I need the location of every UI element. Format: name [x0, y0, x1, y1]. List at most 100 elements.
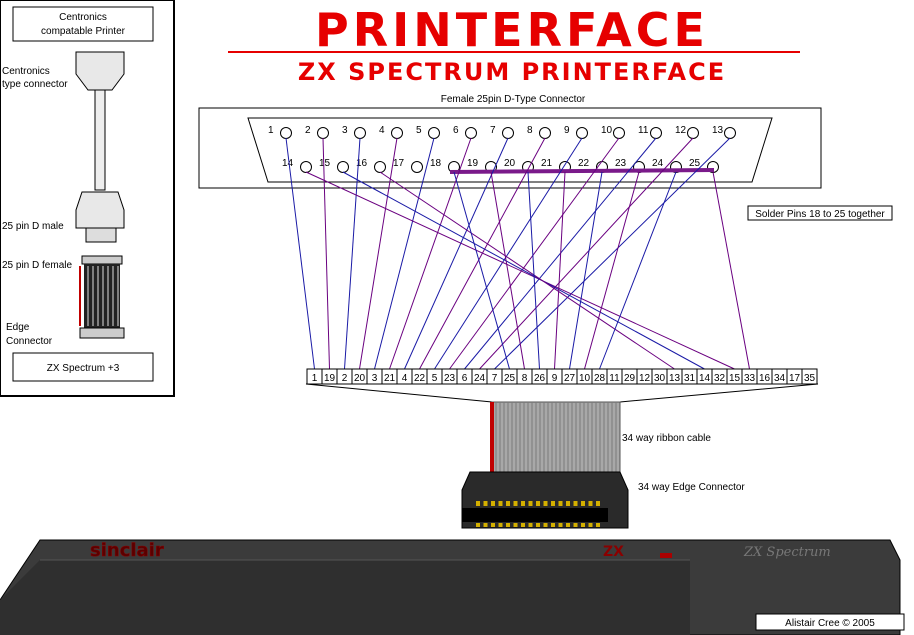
- wire: [389, 137, 472, 370]
- edge-pin-number: 33: [744, 373, 756, 384]
- edge-contact: [521, 523, 525, 527]
- spectrum-computer: sinclair ZX ZX Spectrum: [0, 539, 901, 635]
- ribbon-label: 34 way ribbon cable: [622, 433, 711, 444]
- wire: [449, 137, 620, 370]
- dtype-pin-number: 18: [430, 158, 442, 169]
- dtype-pin-hole: [337, 161, 349, 173]
- dtype-pin-number: 13: [712, 125, 724, 136]
- edge-contact: [491, 523, 495, 527]
- dtype-pin-hole: [465, 127, 477, 139]
- edge-contact: [566, 523, 570, 527]
- edge-contact: [596, 523, 600, 527]
- female-label: 25 pin D female: [2, 260, 72, 271]
- edge-pin-number: 8: [522, 373, 528, 384]
- model-name: ZX Spectrum: [743, 545, 831, 560]
- printer-box-line1: Centronics: [59, 12, 107, 23]
- wire: [322, 137, 330, 370]
- edge-pin-number: 13: [669, 373, 681, 384]
- edge-pin-number: 1: [312, 373, 318, 384]
- dtype-pin-number: 4: [379, 125, 385, 136]
- edge-pin-number: 10: [579, 373, 591, 384]
- edge-pin-number: 4: [402, 373, 408, 384]
- ribbon-red-stripe: [490, 402, 494, 472]
- edge-pin-number: 24: [474, 373, 486, 384]
- edge-funnel: [305, 383, 819, 403]
- edge-pin-number: 27: [564, 373, 576, 384]
- dtype-pin-hole: [300, 161, 312, 173]
- legend-panel: Centronics compatable Printer Centronics…: [0, 0, 175, 397]
- edge-pin-number: 2: [342, 373, 348, 384]
- edge-pin-number: 25: [504, 373, 516, 384]
- edge-connector-icon: [79, 327, 125, 339]
- dtype-pin-number: 1: [268, 125, 274, 136]
- subtitle: ZX SPECTRUM PRINTERFACE: [298, 58, 726, 86]
- dtype-pin-number: 19: [467, 158, 479, 169]
- edge-contact: [476, 501, 480, 506]
- wire: [342, 171, 705, 370]
- edge-contact: [551, 501, 555, 506]
- edge-contact: [566, 501, 570, 506]
- edge-contact: [528, 523, 533, 527]
- edge-contact: [476, 523, 480, 527]
- dtype-pin-hole: [687, 127, 699, 139]
- dtype-pin-number: 11: [638, 125, 649, 136]
- edge-pin-number: 28: [594, 373, 606, 384]
- wires: [285, 137, 750, 370]
- dtype-pin-hole: [502, 127, 514, 139]
- edge-contact: [521, 501, 525, 506]
- wire: [374, 137, 435, 370]
- edge-pin-number: 21: [384, 373, 396, 384]
- dtype-pin-number: 17: [393, 158, 405, 169]
- power-led: [660, 553, 672, 558]
- edge-contact: [483, 523, 488, 527]
- edge-connector: [461, 471, 629, 529]
- edge-contact: [491, 501, 495, 506]
- dtype-pin-hole: [428, 127, 440, 139]
- edge-connector-label: 34 way Edge Connector: [638, 482, 745, 493]
- edge-contact: [551, 523, 555, 527]
- credit: Alistair Cree © 2005: [785, 618, 875, 629]
- dtype-pin-number: 23: [615, 158, 627, 169]
- edge-contact: [498, 523, 503, 527]
- edge-pin-number: 7: [492, 373, 498, 384]
- sinclair-logo: sinclair: [90, 540, 164, 561]
- dtype-pin-hole: [613, 127, 625, 139]
- d-male-plug-icon: [75, 191, 125, 229]
- edge-contact: [513, 523, 518, 527]
- edge-contact: [498, 501, 503, 506]
- wire: [554, 171, 566, 370]
- edge-contact: [536, 523, 540, 527]
- edge-pin-number: 15: [729, 373, 741, 384]
- edge-pin-number: 11: [609, 373, 620, 384]
- printer-cable: [94, 89, 106, 191]
- edge-contact: [558, 523, 563, 527]
- wire: [712, 171, 750, 370]
- edge-contact: [483, 501, 488, 506]
- printer-box-line2: compatable Printer: [41, 26, 126, 37]
- edge-label-line1: Edge: [6, 322, 30, 333]
- edge-pin-number: 5: [432, 373, 438, 384]
- dtype-pin-hole: [354, 127, 366, 139]
- dtype-pin-number: 3: [342, 125, 348, 136]
- dtype-label: Female 25pin D-Type Connector: [441, 94, 586, 105]
- edge-contact: [506, 523, 510, 527]
- wire: [379, 171, 675, 370]
- dtype-pin-number: 9: [564, 125, 570, 136]
- edge-pin-number: 32: [714, 373, 726, 384]
- wire: [359, 137, 398, 370]
- wire: [305, 171, 735, 370]
- model-badge: ZX: [603, 544, 624, 560]
- ribbon-bundle-icon: [79, 264, 120, 328]
- edge-pin-number: 34: [774, 373, 786, 384]
- dtype-pin-number: 5: [416, 125, 422, 136]
- d-female-shell: [81, 255, 123, 265]
- solder-note: Solder Pins 18 to 25 together: [755, 209, 885, 220]
- dtype-pin-number: 20: [504, 158, 516, 169]
- printer-box: [12, 6, 154, 42]
- edge-pin-number: 35: [804, 373, 816, 384]
- edge-contact: [581, 523, 585, 527]
- edge-pin-number: 19: [324, 373, 336, 384]
- dtype-pin-number: 16: [356, 158, 368, 169]
